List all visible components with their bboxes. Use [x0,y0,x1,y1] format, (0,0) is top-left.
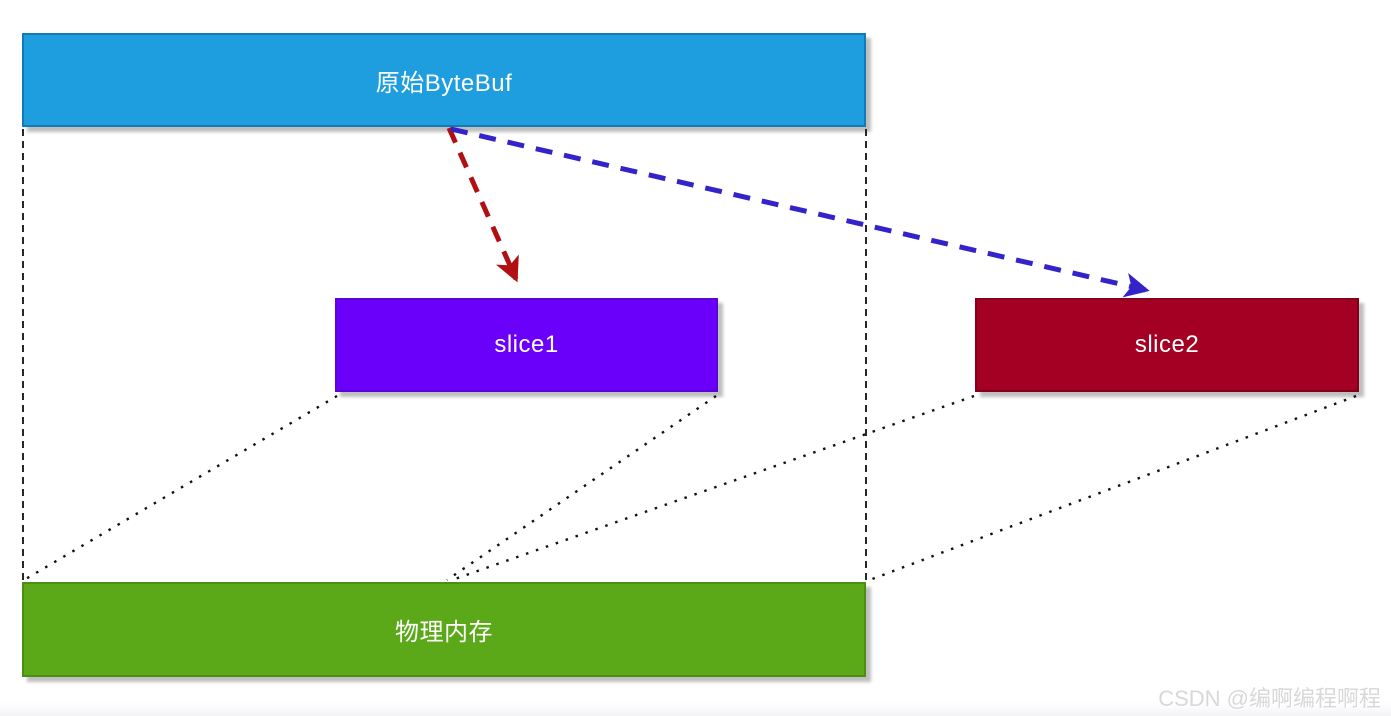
mapping-line-slice1-left [23,394,338,582]
node-slice1-label: slice1 [494,331,559,358]
mapping-line-slice2-left [451,394,975,582]
node-physical-memory-label: 物理内存 [395,619,493,646]
node-slice2: slice2 [975,298,1359,392]
mapping-line-slice1-right [446,395,717,581]
mapping-line-slice2-right [866,394,1357,583]
arrow-original-to-slice1 [446,126,519,283]
node-slice2-label: slice2 [1134,331,1200,358]
csdn-watermark: CSDN @编啊编程啊程 [1158,686,1381,711]
node-original-bytebuf-label: 原始ByteBuf [375,69,513,97]
node-slice1: slice1 [335,298,718,392]
node-original-bytebuf: 原始ByteBuf [22,33,866,127]
node-physical-memory: 物理内存 [22,582,866,677]
page-bottom-strip [0,702,1391,716]
arrow-original-to-slice2 [450,126,1150,298]
